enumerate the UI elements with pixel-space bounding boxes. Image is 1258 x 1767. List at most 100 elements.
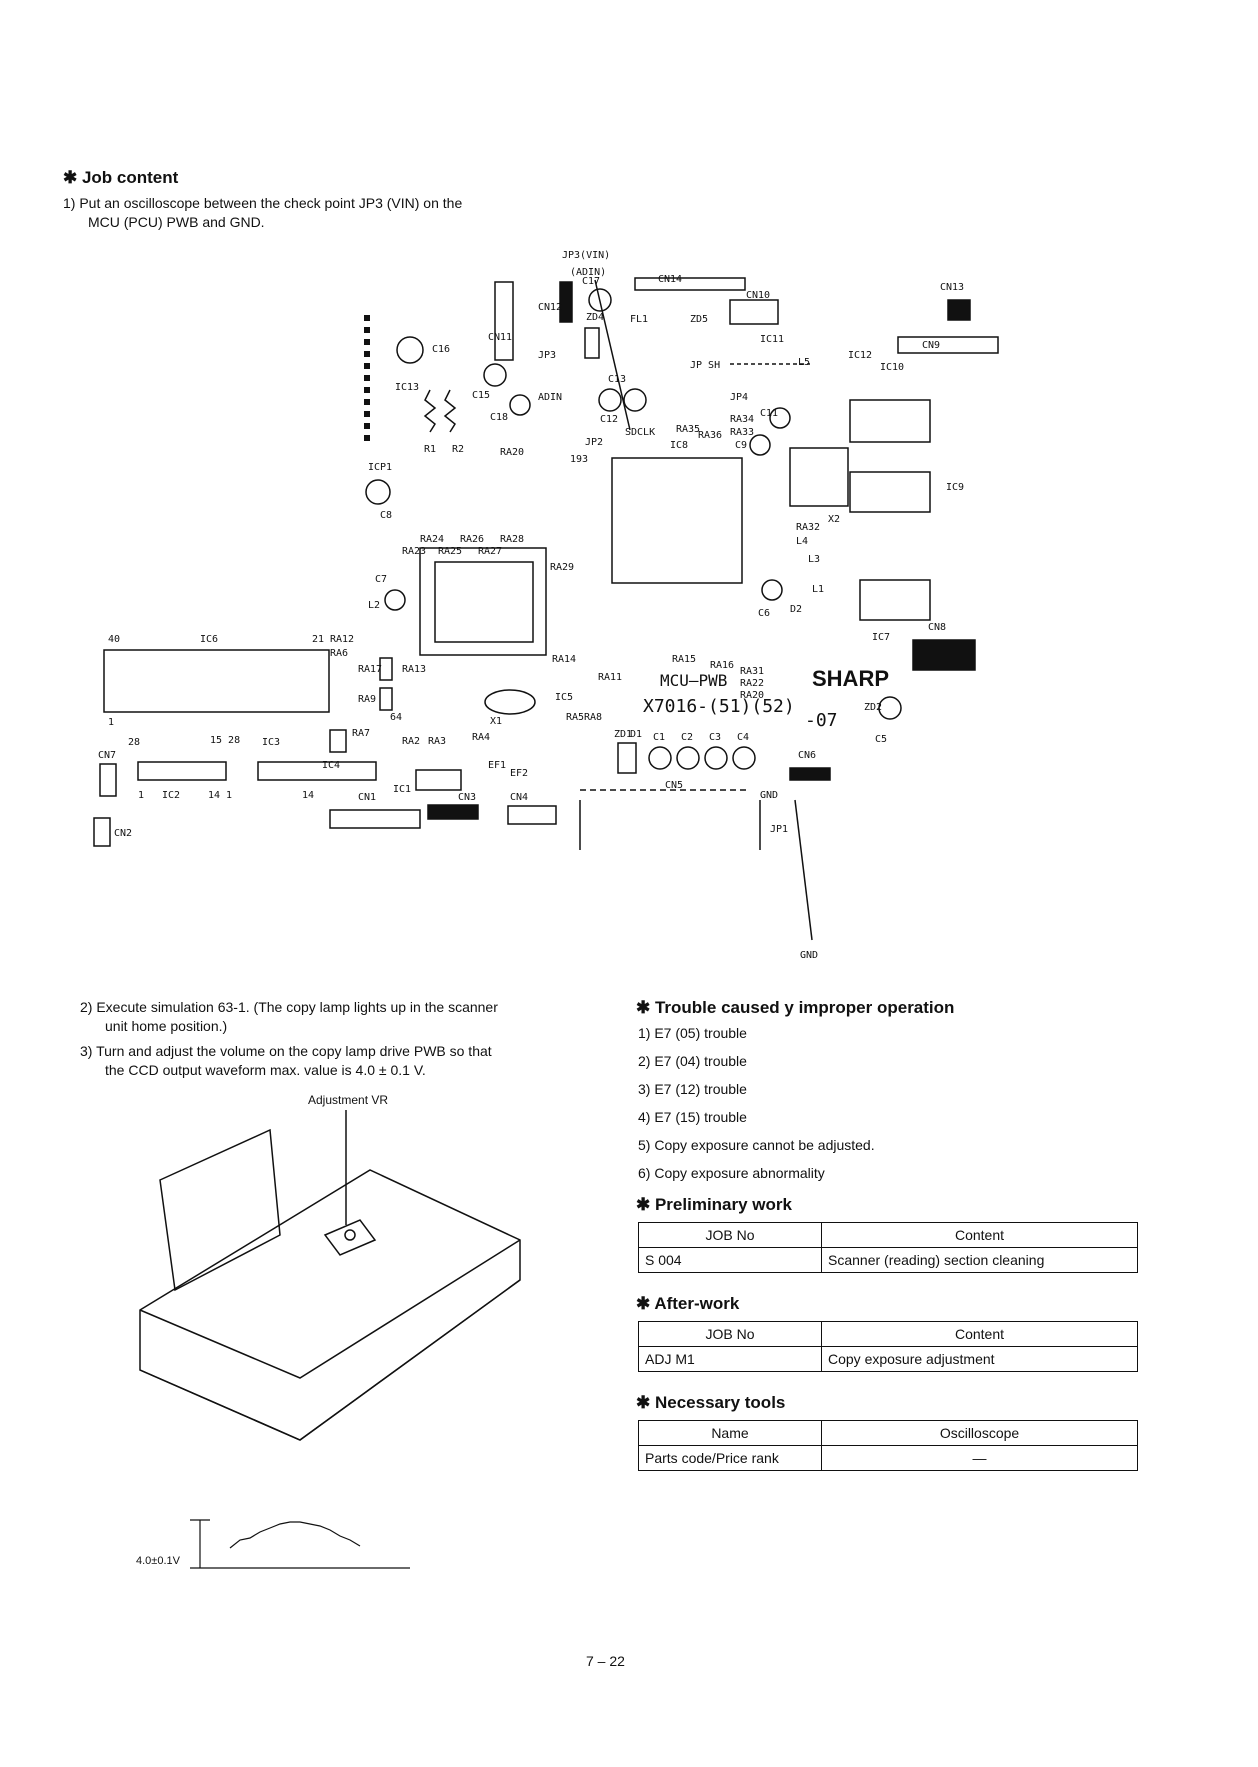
preliminary-heading: ✱ Preliminary work xyxy=(636,1195,792,1214)
trouble-item-6: 6) Copy exposure abnormality xyxy=(638,1165,825,1181)
ra36-label: RA36 xyxy=(698,430,722,441)
c17-capacitor xyxy=(588,288,612,312)
table-row: JOB No Content xyxy=(638,1321,1138,1347)
l4-label: L4 xyxy=(796,536,808,547)
x1-label: X1 xyxy=(490,716,502,727)
ra31-label: RA31 xyxy=(740,666,764,677)
left-center-frame xyxy=(419,547,547,656)
mcu-pwb-diagram: JP3(VIN) (ADIN) IC6 40 21 1 28 15 28 IC3… xyxy=(93,250,999,961)
scanner-unit-illustration xyxy=(139,1110,521,1441)
ra4-label: RA4 xyxy=(472,732,490,743)
svg-text:14 1: 14 1 xyxy=(208,790,232,801)
ic7-label: IC7 xyxy=(872,632,890,643)
adin-label: (ADIN) xyxy=(570,267,606,278)
c3-capacitor xyxy=(704,746,728,770)
c16-label: C16 xyxy=(432,344,450,355)
table-row: Parts code/Price rank — xyxy=(638,1445,1138,1471)
after-work-table: JOB No Content ADJ M1 Copy exposure adju… xyxy=(638,1321,1138,1372)
ra11-label: RA11 xyxy=(598,672,622,683)
ra20-label: RA20 xyxy=(740,690,764,701)
ra28-label: RA28 xyxy=(500,534,524,545)
waveform-value-label: 4.0±0.1V xyxy=(136,1555,180,1567)
cn1-label: CN1 xyxy=(358,792,376,803)
jp3-board-label: JP3 xyxy=(538,350,556,361)
ic2-chip xyxy=(137,761,227,781)
step-3-line-1: 3) Turn and adjust the volume on the cop… xyxy=(80,1043,492,1059)
table-header-cell: JOB No xyxy=(638,1222,822,1248)
cn3-connector xyxy=(427,804,479,820)
zd4-label: ZD4 xyxy=(586,312,604,323)
ra25-label: RA25 xyxy=(438,546,462,557)
ra2-label: RA2 xyxy=(402,736,420,747)
ic10-chip xyxy=(849,399,931,443)
table-cell: Copy exposure adjustment xyxy=(821,1346,1138,1372)
ra26-label: RA26 xyxy=(460,534,484,545)
ic4-label: IC4 xyxy=(322,760,340,771)
ic3-label: IC3 xyxy=(262,737,280,748)
ra9-label: RA9 xyxy=(358,694,376,705)
cpu-chip xyxy=(789,447,849,507)
cn5-label: CN5 xyxy=(665,780,683,791)
step-1-line-2: MCU (PCU) PWB and GND. xyxy=(88,214,265,230)
gnd-leader-line xyxy=(794,799,813,941)
ef2-label: EF2 xyxy=(510,768,528,779)
r2-label: R2 xyxy=(452,444,464,455)
c4-capacitor xyxy=(732,746,756,770)
preliminary-table: JOB No Content S 004 Scanner (reading) s… xyxy=(638,1222,1138,1273)
svg-text:1: 1 xyxy=(108,717,114,728)
board-code: X7016-(51)(52) xyxy=(643,696,795,717)
ra22-label: RA22 xyxy=(740,678,764,689)
ra5-label: RA5 xyxy=(566,712,584,723)
ra3-label: RA3 xyxy=(428,736,446,747)
gnd-label: GND xyxy=(800,950,818,961)
c2-capacitor xyxy=(676,746,700,770)
jp-sh-label: JP SH xyxy=(690,360,720,371)
ra34-label: RA34 xyxy=(730,414,754,425)
cn3-label: CN3 xyxy=(458,792,476,803)
r2-resistor xyxy=(443,389,457,433)
ra8-label: RA8 xyxy=(584,712,602,723)
cn9-label: CN9 xyxy=(922,340,940,351)
table-cell: — xyxy=(821,1445,1138,1471)
c1-label: C1 xyxy=(653,732,665,743)
table-cell: Scanner (reading) section cleaning xyxy=(821,1247,1138,1273)
cn12-connector xyxy=(559,281,573,323)
c17-label: C17 xyxy=(582,276,600,287)
step-2-line-2: unit home position.) xyxy=(105,1018,228,1034)
l5-label: L5 xyxy=(798,357,810,368)
cn7-connector xyxy=(99,763,117,797)
c11-label: C11 xyxy=(760,408,778,419)
jp3-label: JP3(VIN) xyxy=(562,250,610,261)
step-2-line-1: 2) Execute simulation 63-1. (The copy la… xyxy=(80,999,498,1015)
board-rev: -07 xyxy=(805,710,838,731)
copy-lamp-drive-pwb xyxy=(323,1219,377,1256)
table-header-cell: Name xyxy=(638,1420,822,1446)
c15-label: C15 xyxy=(472,390,490,401)
zd1-label: ZD1 xyxy=(614,729,632,740)
ra6-label: RA6 xyxy=(330,648,348,659)
ic10-label: IC10 xyxy=(880,362,904,373)
ra7-array xyxy=(329,729,347,753)
svg-text:15 28: 15 28 xyxy=(210,735,240,746)
table-header-cell: Content xyxy=(821,1321,1138,1347)
trouble-item-4: 4) E7 (15) trouble xyxy=(638,1109,747,1125)
jp4-label: JP4 xyxy=(730,392,748,403)
step-1-line-1: 1) Put an oscilloscope between the check… xyxy=(63,195,463,211)
ccd-waveform xyxy=(190,1519,410,1569)
cn11-label: CN11 xyxy=(488,332,512,343)
cn1-connector xyxy=(329,809,421,829)
d2-label: D2 xyxy=(790,604,802,615)
ra13-label: RA13 xyxy=(402,664,426,675)
cn7-label: CN7 xyxy=(98,750,116,761)
c1-capacitor xyxy=(648,746,672,770)
cn13-connector xyxy=(947,299,971,321)
ra17-array xyxy=(379,657,393,681)
ra23-label: RA23 xyxy=(402,546,426,557)
ra16-label: RA16 xyxy=(710,660,734,671)
c11-capacitor xyxy=(769,407,791,429)
zd2-label: ZD2 xyxy=(864,702,882,713)
scanner-body xyxy=(139,1169,521,1441)
cn2-connector xyxy=(93,817,111,847)
ra17-label: RA17 xyxy=(358,664,382,675)
jp2-label: JP2 xyxy=(585,437,603,448)
